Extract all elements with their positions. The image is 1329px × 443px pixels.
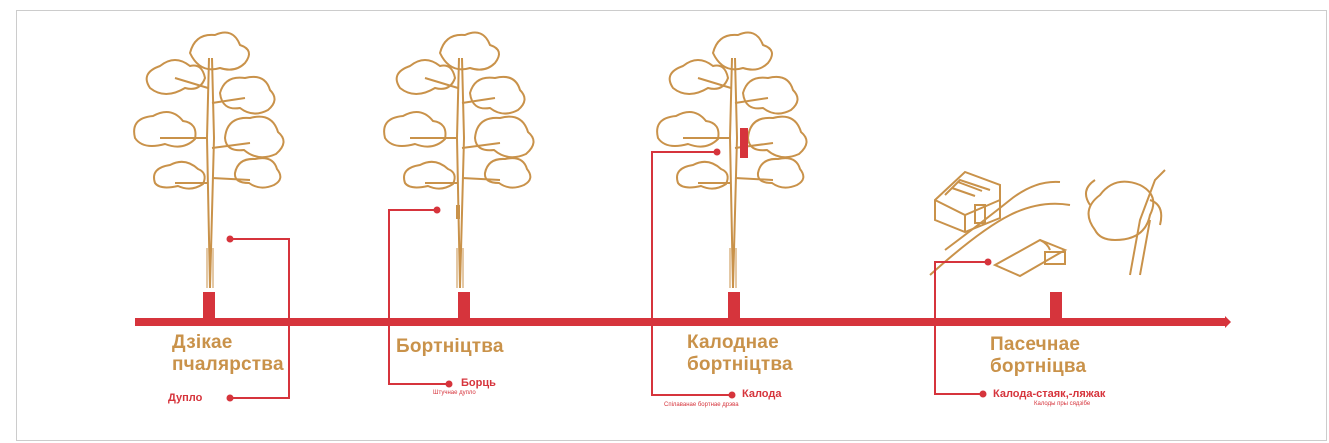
stage-2-item-label: Борць [461,377,496,389]
connector-dot [713,148,721,156]
diagram-frame [16,10,1327,441]
connector-dot [728,391,736,399]
timeline-marker [728,292,740,318]
stage-3-title: Калоднае бортніцтва [687,332,793,376]
timeline-marker [458,292,470,318]
stage-3-title-line-2: бортніцтва [687,354,793,375]
connector-dot [984,258,992,266]
stage-3-item-label: Калода [742,388,782,400]
stage-2-title-line-1: Бортніцтва [396,336,504,357]
pine-tree-icon [133,31,285,289]
pine-tree-icon [656,31,808,289]
stage-4-title: Пасечнае бортніцва [990,334,1086,378]
stage-4-title-line-1: Пасечнае [990,334,1081,355]
connector-lines [230,151,988,399]
connector-dot [433,206,441,214]
connector-dot [445,380,453,388]
connector-dot [226,235,234,243]
stage-4-title-line-2: бортніцва [990,356,1087,377]
timeline-bar [135,318,1225,326]
timeline-arrow-tip [1225,316,1231,328]
stage-1-title-line-1: Дзікае [172,332,233,353]
connector-dots [226,148,992,402]
connector-dot [226,394,234,402]
apiary-scene-icon [929,169,1166,278]
stage-2-title: Бортніцтва [396,336,504,358]
stage-4-item-label: Калода-стаяк,-ляжак [993,388,1106,400]
pine-tree-icon [383,31,535,289]
stage-4-item-note: Калоды пры сядзібе [1034,401,1091,407]
stage-1-title-line-2: пчалярства [172,354,284,375]
connector-dot [979,390,987,398]
log-hive-marker [740,128,748,158]
stage-2-item-note: Штучнае дупло [433,390,476,396]
stage-1-title: Дзікае пчалярства [172,332,284,376]
hive-cavity-marker [456,205,460,219]
timeline-marker [203,292,215,318]
stage-3-item-note: Спілаванае бортнае дрэва [664,402,739,408]
stage-3-title-line-1: Калоднае [687,332,779,353]
timeline-marker [1050,292,1062,318]
stage-1-item-label: Дупло [168,392,203,404]
